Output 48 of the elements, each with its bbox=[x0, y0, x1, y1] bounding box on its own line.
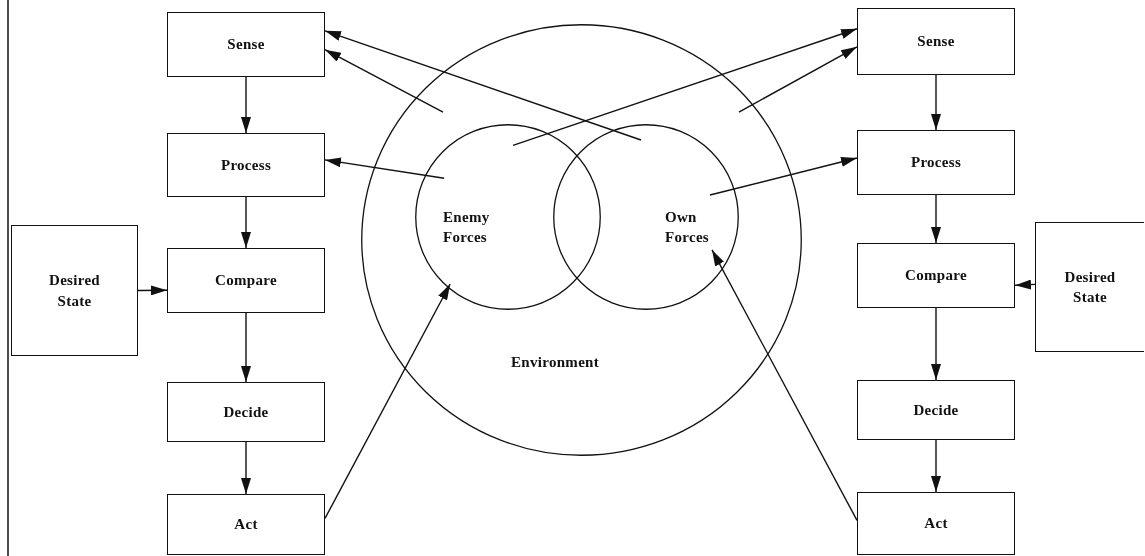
node-label: Process bbox=[220, 155, 272, 175]
node-label: Decide bbox=[913, 400, 959, 420]
node-label: Process bbox=[910, 153, 962, 173]
arrow bbox=[241, 312, 251, 383]
arrow bbox=[1014, 279, 1036, 290]
forces-circle bbox=[553, 124, 739, 310]
arrow bbox=[137, 285, 168, 296]
node-label: Enemy Forces bbox=[443, 208, 491, 248]
process-box bbox=[857, 380, 1015, 440]
node-label: Decide bbox=[223, 402, 269, 422]
node-label: Sense bbox=[917, 32, 955, 52]
node-label: Environment bbox=[511, 353, 601, 372]
node-label: Act bbox=[234, 515, 258, 535]
process-box bbox=[167, 382, 325, 442]
arrow bbox=[324, 283, 451, 520]
node-label: Desired State bbox=[1063, 267, 1117, 307]
arrow bbox=[241, 76, 251, 134]
process-box bbox=[857, 130, 1015, 195]
process-box bbox=[857, 8, 1015, 75]
arrow bbox=[324, 49, 444, 113]
node-label: Compare bbox=[905, 266, 967, 286]
arrow bbox=[931, 74, 941, 131]
node-label: Act bbox=[924, 514, 948, 534]
arrow bbox=[931, 307, 941, 381]
node-label: Desired State bbox=[48, 271, 101, 311]
arrow bbox=[931, 439, 941, 493]
arrow bbox=[709, 157, 858, 196]
node-label: Sense bbox=[227, 35, 265, 55]
arrow bbox=[512, 28, 858, 147]
process-box bbox=[857, 492, 1015, 555]
process-box bbox=[167, 248, 325, 313]
arrow bbox=[324, 157, 445, 179]
process-box bbox=[167, 494, 325, 555]
process-box bbox=[1035, 222, 1144, 352]
node-label: Own Forces bbox=[665, 208, 710, 248]
arrow bbox=[711, 249, 858, 522]
process-box bbox=[167, 133, 325, 197]
process-box bbox=[11, 225, 138, 356]
arrow bbox=[241, 441, 251, 495]
arrow bbox=[738, 46, 858, 113]
arrow bbox=[324, 30, 642, 141]
process-box bbox=[167, 12, 325, 77]
forces-circle bbox=[415, 124, 601, 310]
arrow bbox=[931, 194, 941, 244]
arrow bbox=[241, 196, 251, 249]
process-box bbox=[857, 243, 1015, 308]
environment-circle bbox=[361, 24, 802, 456]
node-label: Compare bbox=[215, 271, 277, 291]
